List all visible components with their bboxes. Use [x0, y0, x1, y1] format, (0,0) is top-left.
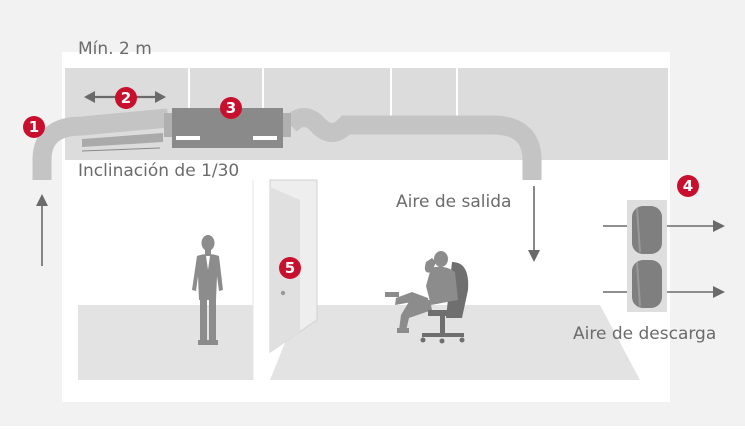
- exhaust-air-label: Aire de salida: [396, 192, 511, 212]
- svg-text:5: 5: [285, 259, 295, 277]
- svg-text:2: 2: [121, 89, 131, 107]
- door-knob: [280, 290, 286, 296]
- inlet-air-arrow: [36, 194, 48, 266]
- standing-man-icon: [192, 235, 223, 345]
- badge-1: 1: [23, 116, 45, 138]
- exhaust-air-arrow: [528, 186, 540, 262]
- hanger-rods: [184, 52, 462, 66]
- slope-wedge: [82, 133, 163, 147]
- slope-label: Inclinación de 1/30: [78, 161, 239, 181]
- discharge-air-label: Aire de descarga: [573, 324, 716, 344]
- badge-2: 2: [115, 87, 137, 109]
- badge-3: 3: [220, 97, 242, 119]
- svg-text:4: 4: [683, 177, 693, 195]
- min-distance-label: Mín. 2 m: [78, 39, 152, 59]
- exhaust-duct: [283, 108, 542, 180]
- svg-text:1: 1: [29, 118, 39, 136]
- inlet-duct: [32, 108, 169, 180]
- svg-text:3: 3: [226, 99, 236, 117]
- floor-left: [78, 305, 253, 380]
- floor-right: [270, 305, 640, 380]
- slope-line: [81, 147, 161, 152]
- seated-man-on-phone-icon: [385, 251, 469, 344]
- badge-4: 4: [677, 175, 699, 197]
- outdoor-unit-fan-icon: [627, 200, 667, 312]
- badge-5: 5: [279, 257, 301, 279]
- discharge-arrows: [603, 220, 725, 298]
